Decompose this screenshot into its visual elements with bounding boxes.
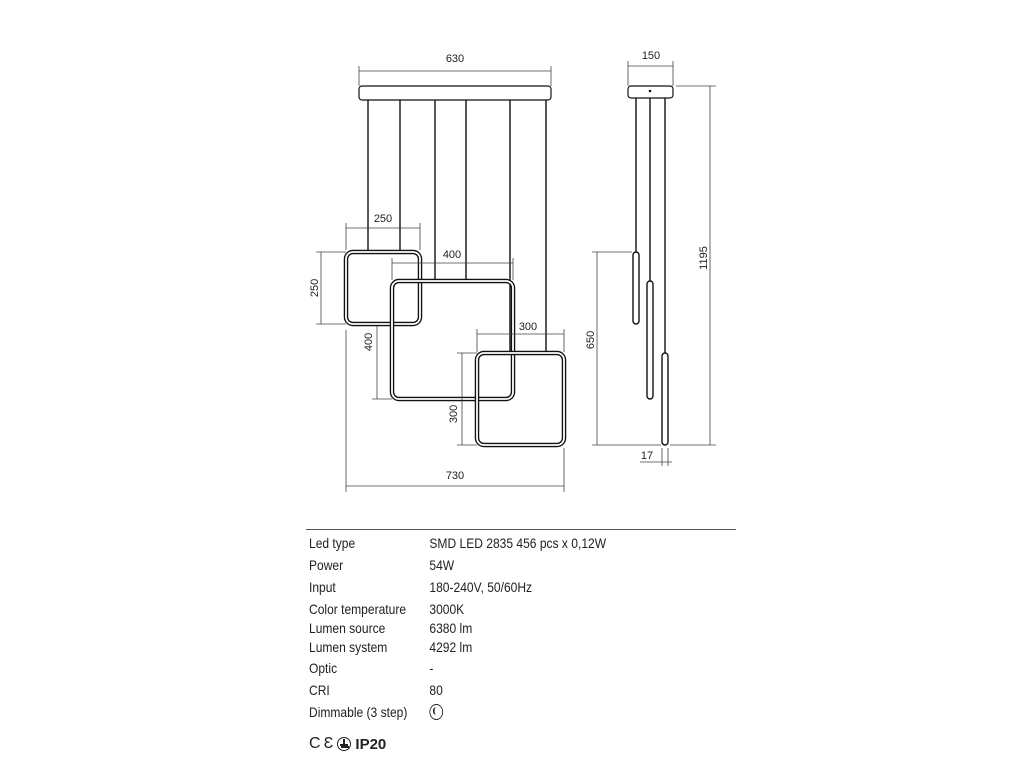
dim-square-mid: 300 bbox=[519, 321, 537, 333]
certifications: C Ɛ IP20 bbox=[309, 735, 386, 753]
spec-label: Optic bbox=[309, 660, 338, 676]
ring-large bbox=[389, 278, 516, 402]
spec-label: Power bbox=[309, 557, 344, 573]
dim-square-small: 250 bbox=[374, 213, 392, 225]
spec-value: - bbox=[429, 660, 434, 676]
spec-divider bbox=[306, 529, 736, 530]
spec-value: 3000K bbox=[429, 601, 465, 617]
ring-mid-inner bbox=[476, 352, 565, 446]
spec-value: SMD LED 2835 456 pcs x 0,12W bbox=[429, 535, 607, 551]
dim-side-width: 150 bbox=[642, 50, 660, 62]
dim-profile-depth: 17 bbox=[641, 450, 653, 462]
spec-value: 6380 lm bbox=[429, 620, 473, 636]
dim-drop-height: 650 bbox=[585, 331, 597, 349]
dim-square-large: 400 bbox=[443, 249, 461, 261]
dim-canopy-width: 630 bbox=[446, 53, 464, 65]
profile-small bbox=[632, 251, 640, 325]
spec-label: Color temperature bbox=[309, 601, 407, 617]
spec-label: Lumen source bbox=[309, 620, 386, 636]
technical-drawing: 630 250 250 400 400 300 300 73 bbox=[309, 50, 716, 492]
spec-label: Lumen system bbox=[309, 639, 388, 655]
profile-mid bbox=[661, 352, 669, 446]
dim-square-large-height: 400 bbox=[363, 333, 375, 351]
spec-label: Input bbox=[309, 579, 336, 595]
dim-square-mid-height: 300 bbox=[448, 405, 460, 423]
side-view: 150 1195 650 17 bbox=[585, 50, 716, 466]
spec-label: CRI bbox=[309, 682, 330, 698]
dim-square-small-height: 250 bbox=[309, 279, 321, 297]
dimmable-icon bbox=[429, 704, 444, 720]
profile-large bbox=[646, 280, 654, 400]
spec-label: Dimmable (3 step) bbox=[309, 704, 408, 720]
ring-large-inner bbox=[391, 280, 514, 400]
dim-total-height: 1195 bbox=[698, 246, 710, 270]
ground-icon bbox=[337, 737, 352, 751]
ip-rating: IP20 bbox=[355, 735, 387, 753]
ring-small-inner bbox=[345, 251, 421, 325]
spec-value: 180-240V, 50/60Hz bbox=[429, 579, 533, 595]
spec-value: 80 bbox=[429, 682, 443, 698]
spec-value: 54W bbox=[429, 557, 455, 573]
spec-value: 4292 lm bbox=[429, 639, 473, 655]
spec-label: Led type bbox=[309, 535, 356, 551]
canopy bbox=[358, 85, 552, 101]
dim-overall-width: 730 bbox=[446, 470, 464, 482]
ce-mark: C Ɛ bbox=[309, 735, 334, 752]
front-view: 630 250 250 400 400 300 300 73 bbox=[309, 53, 567, 492]
spec-value bbox=[429, 704, 444, 723]
